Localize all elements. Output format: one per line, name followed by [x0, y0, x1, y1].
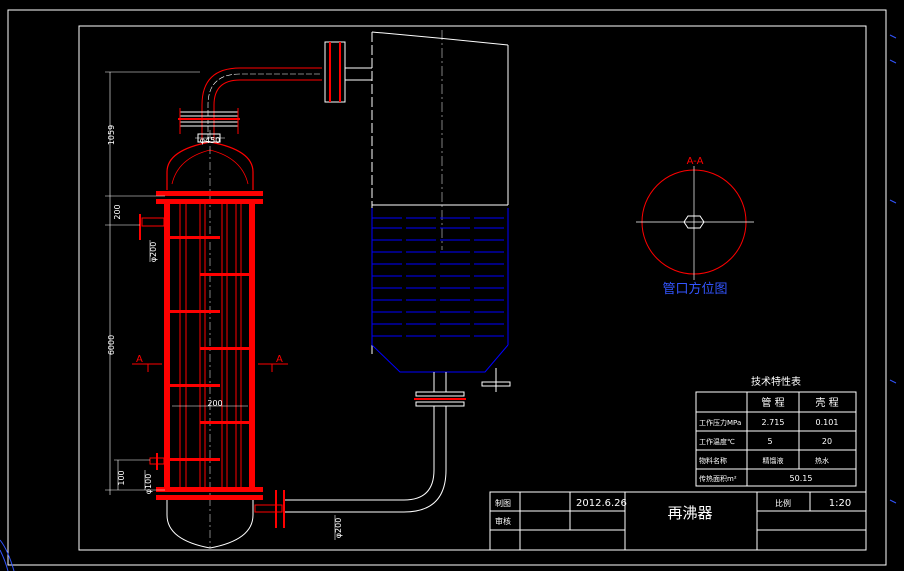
column-bottom-cone	[371, 344, 509, 373]
section-center-nozzle	[683, 215, 705, 229]
scale-label: 比例	[775, 498, 791, 508]
section-label-right: A	[276, 354, 283, 365]
dim-inlet-dia: φ200	[149, 242, 158, 263]
spec-row-shell: 20	[822, 437, 832, 446]
spec-table: 技术特性表 管 程 壳 程 工作压力MPa 2.715 0.101 工作温度℃ …	[695, 375, 857, 487]
section-label-left: A	[136, 354, 143, 365]
spec-row-label: 传热面积m²	[699, 474, 737, 483]
scale-value: 1:20	[829, 498, 851, 509]
tube-bundle	[179, 204, 242, 487]
dim-bottom-offset: 100	[117, 470, 126, 485]
dim-bottom-dia: φ100	[144, 474, 153, 495]
column-trays	[372, 217, 508, 337]
top-flange	[179, 111, 239, 117]
spec-row-shell: 热水	[815, 456, 829, 465]
bottom-outlet-nozzle	[254, 504, 283, 513]
reviewed-by-label: 审核	[495, 516, 511, 526]
drawing-date: 2012.6.26	[576, 498, 627, 509]
column-inlet-flange	[324, 41, 346, 103]
column-outlet-flange	[415, 391, 465, 397]
dim-outlet-dia: φ200	[334, 518, 343, 539]
spec-row-tube: 2.715	[762, 418, 785, 427]
right-edge-marks	[889, 34, 897, 504]
distillation-column	[371, 30, 511, 392]
shell-left-wall	[164, 204, 170, 487]
spec-row-label: 工作温度℃	[699, 437, 735, 446]
outer-frame	[7, 9, 887, 566]
dim-shell-length: 6000	[107, 335, 116, 355]
baffles	[170, 236, 249, 461]
bottom-tubesheet	[156, 487, 263, 492]
inner-frame	[78, 25, 867, 551]
bottom-tubesheet-2	[156, 495, 263, 500]
corner-arcs	[0, 539, 15, 571]
dim-flange-offset: 200	[113, 204, 122, 219]
spec-row-tube: 5	[767, 437, 772, 446]
spec-table-title: 技术特性表	[751, 375, 801, 388]
spec-row-label: 工作压力MPa	[699, 418, 741, 427]
section-view-caption: 管口方位图	[662, 281, 727, 297]
left-upper-nozzle	[141, 217, 165, 227]
spec-row-tube: 精馏液	[763, 456, 784, 465]
dim-nozzle-spacing: 200	[207, 399, 222, 408]
spec-row-label: 物料名称	[699, 456, 727, 465]
section-view: A-A 管口方位图	[636, 156, 754, 297]
spec-row-shell: 0.101	[816, 418, 839, 427]
title-block: 制图 2012.6.26 审核 再沸器 比例 1:20	[489, 491, 867, 551]
spec-row-merged: 50.15	[790, 474, 813, 483]
dimension-lines	[105, 71, 336, 540]
liquid-return-pipe	[285, 372, 466, 513]
shell-right-wall	[249, 204, 255, 487]
section-view-title: A-A	[687, 156, 704, 167]
spec-header-tube: 管 程	[761, 396, 784, 409]
spec-header-shell: 壳 程	[815, 396, 838, 409]
dim-top-nozzle: φ450	[200, 136, 221, 145]
top-tubesheet-2	[156, 199, 263, 204]
drawn-by-label: 制图	[495, 498, 511, 508]
top-tubesheet	[156, 191, 263, 196]
dim-top-height: 1059	[107, 125, 116, 145]
bottom-head	[166, 500, 254, 549]
drawing-title: 再沸器	[667, 504, 712, 522]
reboiler	[139, 130, 285, 549]
section-markers	[132, 363, 288, 372]
vapor-pipe	[178, 41, 372, 143]
